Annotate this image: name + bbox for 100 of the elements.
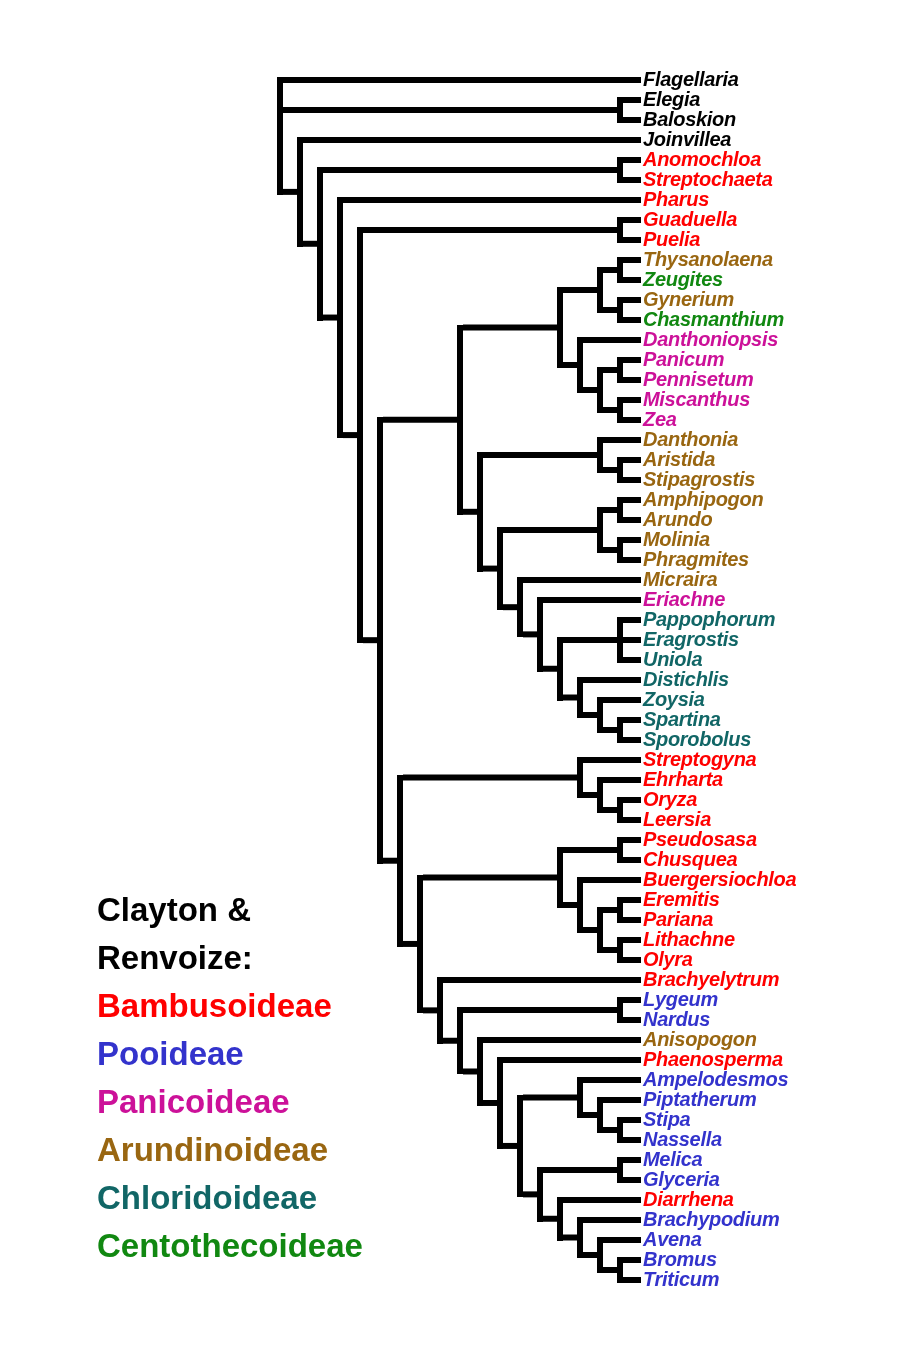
branch-line	[623, 917, 641, 923]
branch-line	[603, 307, 617, 313]
legend-label: Pooideae	[97, 1034, 244, 1074]
taxon-label: Brachypodium	[643, 1209, 780, 1229]
taxon-label: Chasmanthium	[643, 309, 784, 329]
branch-line	[603, 697, 641, 703]
branch-bar	[497, 527, 503, 611]
branch-line	[623, 397, 641, 403]
branch-line	[603, 547, 617, 553]
branch-line	[623, 417, 641, 423]
branch-line	[383, 857, 397, 864]
branch-bar	[357, 227, 363, 644]
branch-bar	[437, 977, 443, 1044]
branch-line	[603, 1127, 617, 1133]
branch-line	[623, 897, 641, 903]
branch-line	[523, 1094, 577, 1101]
branch-bar	[597, 1097, 603, 1133]
taxon-label: Pharus	[643, 189, 709, 209]
branch-line	[623, 557, 641, 563]
branch-bar	[577, 677, 583, 718]
branch-bar	[597, 367, 603, 413]
branch-line	[443, 1037, 457, 1044]
taxon-label: Puelia	[643, 229, 701, 249]
branch-line	[563, 902, 577, 908]
branch-line	[503, 527, 597, 533]
branch-line	[603, 727, 617, 733]
branch-bar	[597, 267, 603, 313]
taxon-label: Nassella	[643, 1129, 722, 1149]
branch-line	[483, 565, 497, 572]
branch-line	[623, 957, 641, 963]
taxon-label: Arundo	[643, 509, 713, 529]
branch-bar	[597, 1237, 603, 1273]
branch-line	[623, 837, 641, 843]
branch-line	[623, 177, 641, 183]
branch-line	[463, 324, 557, 331]
taxon-label: Bromus	[643, 1249, 717, 1269]
branch-line	[543, 597, 641, 603]
branch-line	[583, 1252, 597, 1258]
taxon-label: Panicum	[643, 349, 725, 369]
branch-bar	[617, 937, 623, 963]
branch-bar	[617, 97, 623, 123]
branch-line	[623, 257, 641, 263]
branch-bar	[597, 697, 603, 733]
branch-line	[363, 227, 617, 233]
branch-line	[623, 517, 641, 523]
branch-line	[583, 792, 597, 798]
taxon-label: Pennisetum	[643, 369, 754, 389]
legend-heading: Clayton & Renvoize:	[97, 890, 254, 978]
branch-line	[623, 997, 641, 1003]
branch-line	[543, 1167, 617, 1173]
branch-line	[623, 617, 641, 623]
branch-line	[603, 777, 641, 783]
branch-line	[623, 97, 641, 103]
branch-bar	[517, 577, 523, 638]
branch-line	[543, 665, 557, 672]
branch-line	[563, 287, 597, 293]
branch-line	[623, 1117, 641, 1123]
branch-line	[503, 604, 517, 611]
legend-label: Bambusoideae	[97, 986, 332, 1026]
branch-line	[603, 437, 641, 443]
branch-bar	[337, 197, 343, 439]
branch-line	[623, 817, 641, 823]
taxon-label: Joinvillea	[643, 129, 732, 149]
branch-bar	[577, 1217, 583, 1258]
taxon-label: Pseudosasa	[643, 829, 757, 849]
taxon-label: Aristida	[643, 449, 716, 469]
branch-line	[623, 1017, 641, 1023]
branch-line	[603, 1267, 617, 1273]
taxon-label: Guaduella	[643, 209, 737, 229]
branch-bar	[537, 597, 543, 672]
branch-bar	[617, 397, 623, 423]
taxon-label: Sporobolus	[643, 729, 752, 749]
taxon-label: Nardus	[643, 1009, 711, 1029]
branch-line	[623, 277, 641, 283]
branch-line	[623, 1137, 641, 1143]
branch-line	[583, 1112, 597, 1118]
taxon-label: Ehrharta	[643, 769, 723, 789]
branch-line	[423, 874, 557, 881]
branch-bar	[377, 416, 383, 864]
taxon-label: Avena	[643, 1229, 702, 1249]
taxon-label: Leersia	[643, 809, 711, 829]
branch-line	[383, 416, 457, 423]
branch-line	[283, 188, 297, 195]
branch-line	[623, 377, 641, 383]
branch-bar	[617, 497, 623, 523]
branch-line	[623, 857, 641, 863]
branch-line	[483, 1099, 497, 1106]
branch-bar	[617, 797, 623, 823]
branch-bar	[597, 777, 603, 813]
branch-line	[623, 657, 641, 663]
branch-line	[563, 362, 577, 368]
branch-bar	[617, 297, 623, 323]
branch-line	[423, 1007, 437, 1014]
branch-bar	[597, 507, 603, 553]
branch-line	[503, 1057, 641, 1063]
branch-line	[563, 694, 577, 701]
legend-label: Chloridoideae	[97, 1178, 318, 1218]
branch-line	[623, 537, 641, 543]
branch-line	[483, 1037, 641, 1043]
branch-line	[583, 927, 597, 933]
